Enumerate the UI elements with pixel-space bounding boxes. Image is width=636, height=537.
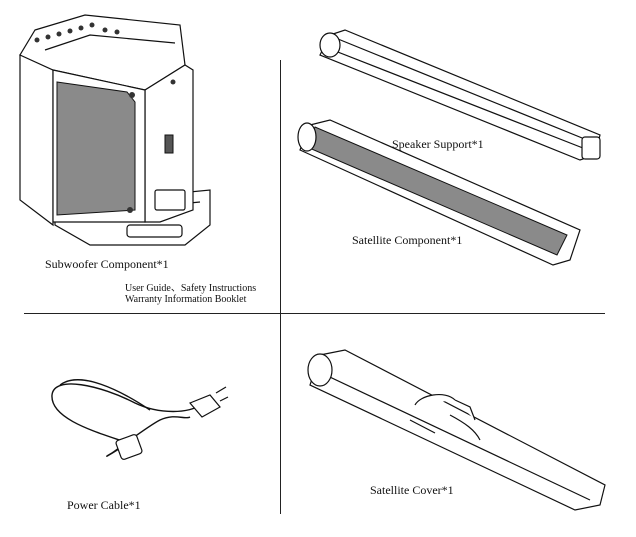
documents-note-line2: Warranty Information Booklet [125,294,247,305]
power-cable-caption: Power Cable*1 [67,498,141,512]
documents-note-line1: User Guide、Safety Instructions [125,283,257,294]
subwoofer-illustration [19,14,211,246]
horizontal-divider [24,313,605,314]
power-cable-illustration [51,379,229,460]
subwoofer-caption: Subwoofer Component*1 [45,257,169,271]
speaker-support-illustration [319,29,601,161]
satellite-caption: Satellite Component*1 [352,233,463,247]
satellite-illustration [297,119,581,266]
satellite-cover-caption: Satellite Cover*1 [370,483,454,497]
vertical-divider [280,60,281,514]
satellite-cover-illustration [307,349,606,511]
speaker-support-caption: Speaker Support*1 [392,137,484,151]
